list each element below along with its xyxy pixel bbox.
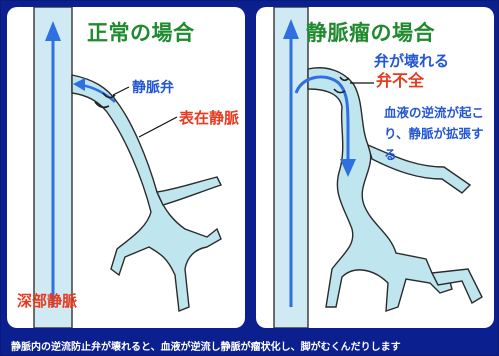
title-normal: 正常の場合 <box>87 21 195 45</box>
varicose-side-branch <box>366 143 472 194</box>
superficial-pointer <box>138 116 178 138</box>
varicose-lower-branch <box>430 268 483 305</box>
label-valve-broken: 弁が壊れる <box>374 52 450 70</box>
label-valve: 静脈弁 <box>132 80 174 96</box>
label-deep-vein: 深部静脈 <box>17 292 78 310</box>
valve-mark-left <box>102 92 116 99</box>
caption-bar: 静脈内の逆流防止弁が壊れると、血液が逆流し静脈が瘤状化し、脚がむくんだりします <box>1 335 498 356</box>
valve-pointer <box>112 86 130 96</box>
broken-valve-mark-2 <box>333 88 346 94</box>
broken-valve-mark-1 <box>339 76 350 82</box>
superficial-arrow-head <box>73 78 85 91</box>
varicose-vein-illustration <box>273 7 483 328</box>
panel-varicose: 静脈瘤の場合 弁が壊れる 弁不全 血液の逆流が起こり、静脈が拡張する <box>256 7 494 328</box>
superficial-vein-side-branch <box>155 176 222 206</box>
reflux-arrow <box>294 75 350 163</box>
varicose-superficial-vein <box>307 67 453 312</box>
deep-vein-arrow-head-right <box>283 19 299 39</box>
normal-vein-illustration <box>33 7 222 328</box>
label-valve-insufficiency: 弁不全 <box>376 71 425 90</box>
label-superficial-vein: 表在静脈 <box>179 109 240 127</box>
deep-vein-arrow-head <box>45 21 61 41</box>
caption-text: 静脈内の逆流防止弁が壊れると、血液が逆流し静脈が瘤状化し、脚がむくんだりします <box>11 342 401 353</box>
title-varicose: 静脈瘤の場合 <box>306 21 435 45</box>
superficial-vein <box>71 74 222 312</box>
panel-normal: 正常の場合 静脈弁 表在静脈 深部静脈 <box>7 7 245 328</box>
valve-mark-right <box>94 101 110 109</box>
label-reflux-explanation: 血液の逆流が起こり、静脈が拡張する <box>384 105 485 162</box>
reflux-arrow-head <box>340 159 356 177</box>
